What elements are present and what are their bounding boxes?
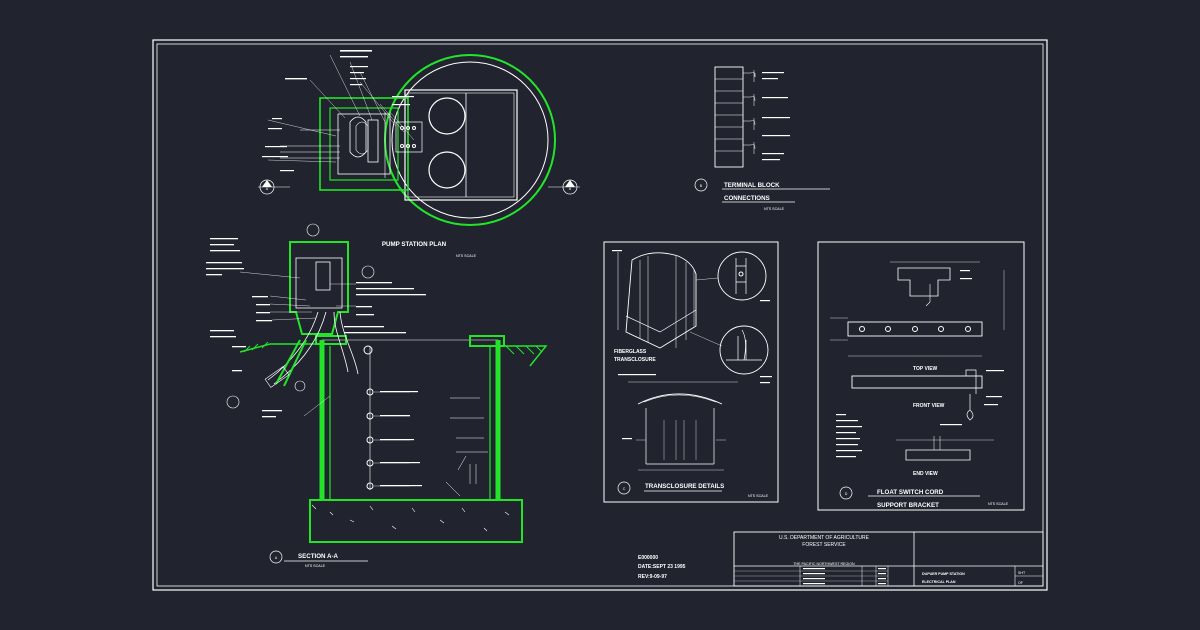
project-sheet-title: ELECTRICAL PLAN bbox=[922, 580, 956, 584]
float-switch-title-line1: FLOAT SWITCH CORD bbox=[877, 489, 944, 496]
terminal-block-scale: NTS SCALE bbox=[764, 207, 785, 211]
fiberglass-label-line1: FIBERGLASS bbox=[614, 349, 647, 355]
section-aa-scale: NTS SCALE bbox=[305, 564, 326, 568]
terminal-block-callout: B bbox=[700, 184, 703, 188]
revision-rev: REV:9-09-97 bbox=[638, 574, 667, 580]
region-name: THE PACIFIC NORTHWEST REGION bbox=[793, 562, 855, 566]
pump-station-plan-scale: NTS SCALE bbox=[456, 254, 477, 258]
sheet-number-label: SHT bbox=[1018, 571, 1026, 575]
title-block bbox=[733, 531, 1044, 587]
terminal-block-title-line1: TERMINAL BLOCK bbox=[724, 182, 780, 189]
float-switch-callout: D bbox=[845, 492, 848, 496]
section-marker-a-right: A bbox=[569, 187, 572, 191]
float-top-view-label: TOP VIEW bbox=[913, 366, 938, 372]
transclosure-details-panel bbox=[603, 241, 779, 503]
float-front-view-label: FRONT VIEW bbox=[913, 403, 945, 409]
section-aa-marker-letter: A bbox=[275, 556, 278, 560]
transclosure-details-title: TRANSCLOSURE DETAILS bbox=[645, 483, 724, 490]
sheet-of-label: OF bbox=[1018, 581, 1024, 585]
terminal-block-diagram bbox=[694, 66, 830, 203]
section-aa-title: SECTION A-A bbox=[298, 553, 339, 560]
float-switch-bracket-panel bbox=[817, 241, 1025, 511]
section-aa-drawing bbox=[206, 223, 548, 564]
float-end-view-label: END VIEW bbox=[913, 471, 938, 477]
section-marker-a-left: A bbox=[266, 187, 269, 191]
terminal-block-title-line2: CONNECTIONS bbox=[724, 195, 770, 202]
float-switch-scale: NTS SCALE bbox=[988, 502, 1009, 506]
pump-station-plan-title: PUMP STATION PLAN bbox=[382, 241, 447, 248]
project-name: DUPUER PUMP STATION bbox=[922, 572, 965, 576]
sheet-outer-border bbox=[152, 39, 1048, 591]
pump-station-plan: A A bbox=[258, 50, 580, 226]
float-switch-title-line2: SUPPORT BRACKET bbox=[877, 502, 939, 509]
revision-drawing-number: E000000 bbox=[638, 555, 658, 561]
agency-line2: FOREST SERVICE bbox=[802, 542, 846, 548]
transclosure-callout: C bbox=[623, 487, 626, 491]
agency-line1: U.S. DEPARTMENT OF AGRICULTURE bbox=[779, 535, 870, 541]
transclosure-scale: NTS SCALE bbox=[748, 494, 769, 498]
fiberglass-label-line2: TRANSCLOSURE bbox=[614, 357, 656, 363]
revision-date: DATE:SEPT 23 1995 bbox=[638, 564, 686, 570]
sheet-inner-border bbox=[156, 43, 1044, 587]
